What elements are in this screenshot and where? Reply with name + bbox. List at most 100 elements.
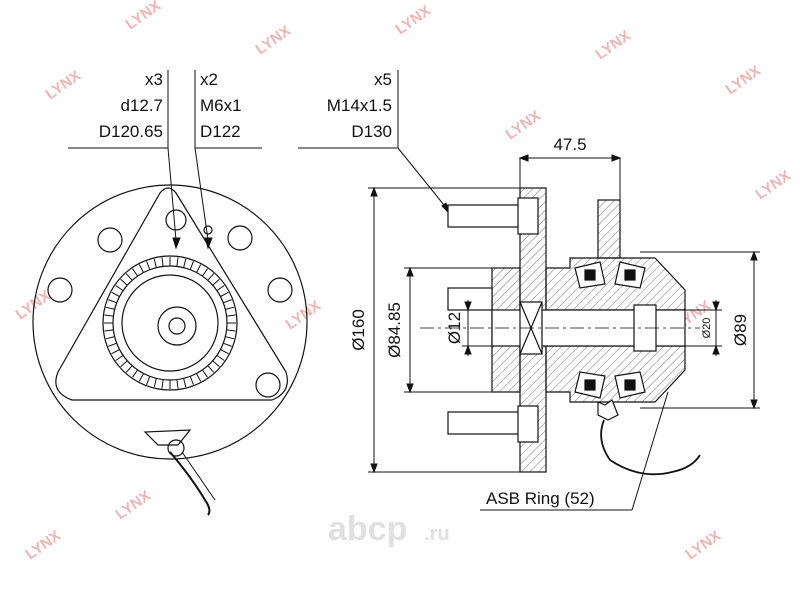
abs-tooth xyxy=(189,376,194,385)
abs-tooth xyxy=(226,329,236,332)
watermark-brand: LYNX xyxy=(723,62,764,98)
abs-tooth xyxy=(105,336,115,340)
abs-tooth xyxy=(225,336,235,340)
dim-inner-label: Ø20 xyxy=(701,318,713,339)
abs-tooth xyxy=(212,360,220,368)
bearing-lower xyxy=(574,371,646,399)
abs-tooth xyxy=(196,373,202,382)
left-thread-pcd: D122 xyxy=(200,122,241,141)
left-bolt-size: d12.7 xyxy=(120,96,163,115)
watermark-brand: LYNX xyxy=(113,487,154,523)
abs-tooth xyxy=(111,291,120,297)
bearing-upper xyxy=(574,261,646,289)
left-bolt-spec: x3 d12.7 D120.65 xyxy=(99,70,163,141)
abs-tooth xyxy=(108,299,117,304)
abs-tooth xyxy=(201,268,208,277)
abs-tooth xyxy=(125,273,133,281)
abs-tooth xyxy=(196,264,202,273)
abs-sensor-head xyxy=(597,399,619,421)
sensor-wire xyxy=(169,451,211,516)
abs-tooth xyxy=(115,354,124,361)
abs-tooth xyxy=(161,257,164,267)
front-view xyxy=(32,184,308,516)
watermark-brand: LYNX xyxy=(123,0,164,33)
wheel-studs xyxy=(447,197,539,443)
stud-size: M14x1.5 xyxy=(327,96,392,115)
abs-tooth xyxy=(183,258,187,268)
abs-tooth xyxy=(111,349,120,355)
abs-tooth xyxy=(146,376,151,385)
abs-tooth xyxy=(201,369,208,378)
watermark-brand: LYNX xyxy=(43,67,84,103)
watermark-brand: LYNX xyxy=(683,527,724,563)
abs-tooth xyxy=(132,268,139,277)
abs-tooth xyxy=(146,261,151,270)
abs-tooth xyxy=(212,278,220,286)
abs-tooth xyxy=(153,378,157,388)
dim-outer-label: Ø160 xyxy=(349,309,368,351)
stud-holes xyxy=(47,225,293,398)
abs-tooth xyxy=(225,306,235,310)
abs-tooth xyxy=(132,369,139,378)
hub-bore-outer xyxy=(157,306,197,346)
knuckle-bracket xyxy=(597,199,621,259)
abs-tooth xyxy=(220,349,229,355)
abs-tooth xyxy=(220,291,229,297)
left-callouts xyxy=(68,70,262,250)
abs-tooth xyxy=(176,257,179,267)
abs-tooth xyxy=(105,306,115,310)
watermark-brand: LYNX xyxy=(753,167,794,203)
watermark-brand: LYNX xyxy=(503,107,544,143)
abs-tooth xyxy=(207,365,215,373)
abs-tooth xyxy=(189,261,194,270)
dim-pilot-label: Ø84.85 xyxy=(385,302,404,358)
abs-sensor-wire xyxy=(600,419,701,476)
abs-tooth xyxy=(138,264,144,273)
abs-tooth xyxy=(120,360,128,368)
dimension-lines xyxy=(368,154,760,511)
dim-bearing-label: Ø89 xyxy=(731,314,750,346)
hub-bore-inner xyxy=(168,317,186,335)
stud-count: x5 xyxy=(374,70,392,89)
side-section-view xyxy=(420,187,701,476)
hub-outer-circle xyxy=(32,184,308,460)
abs-tooth xyxy=(176,379,179,389)
triangular-flange xyxy=(55,187,288,401)
stud-callout-leader xyxy=(397,147,449,211)
watermark-tld: .ru xyxy=(424,523,450,545)
abs-tooth xyxy=(104,314,114,317)
left-thread-spec: x2 M6x1 D122 xyxy=(200,70,242,141)
sensor-mount xyxy=(143,429,192,446)
abs-tooth xyxy=(207,273,215,281)
dim-width-label: 47.5 xyxy=(553,135,586,154)
watermark-brand: LYNX xyxy=(393,2,434,38)
watermark-brand: LYNX xyxy=(23,527,64,563)
callout-arrow-left xyxy=(172,237,181,250)
abs-label-leader xyxy=(631,391,669,511)
thread-hole xyxy=(203,225,213,235)
sensor-head xyxy=(167,439,185,457)
dim-bore-label: Ø12 xyxy=(445,312,464,344)
abs-tooth xyxy=(138,373,144,382)
abs-ring-label: ASB Ring (52) xyxy=(486,489,595,508)
stud-pcd: D130 xyxy=(351,122,392,141)
sensor-wire-2 xyxy=(181,451,216,501)
abs-teeth xyxy=(104,257,236,389)
mount-hole xyxy=(165,209,187,231)
abs-tooth xyxy=(125,365,133,373)
left-thread-size: M6x1 xyxy=(200,96,242,115)
hub-center-ring xyxy=(121,274,219,372)
callout-leader-left xyxy=(167,147,177,241)
hub-body-lower xyxy=(545,345,686,403)
abs-tooth xyxy=(216,285,225,292)
abs-tooth xyxy=(104,329,114,332)
abs-tooth xyxy=(216,354,225,361)
watermark-site: abcp xyxy=(328,510,407,548)
abs-tooth xyxy=(161,379,164,389)
left-bolt-count: x3 xyxy=(145,70,163,89)
watermark-brand: LYNX xyxy=(253,22,294,58)
watermark-brand: LYNX xyxy=(593,27,634,63)
abs-tooth xyxy=(183,378,187,388)
